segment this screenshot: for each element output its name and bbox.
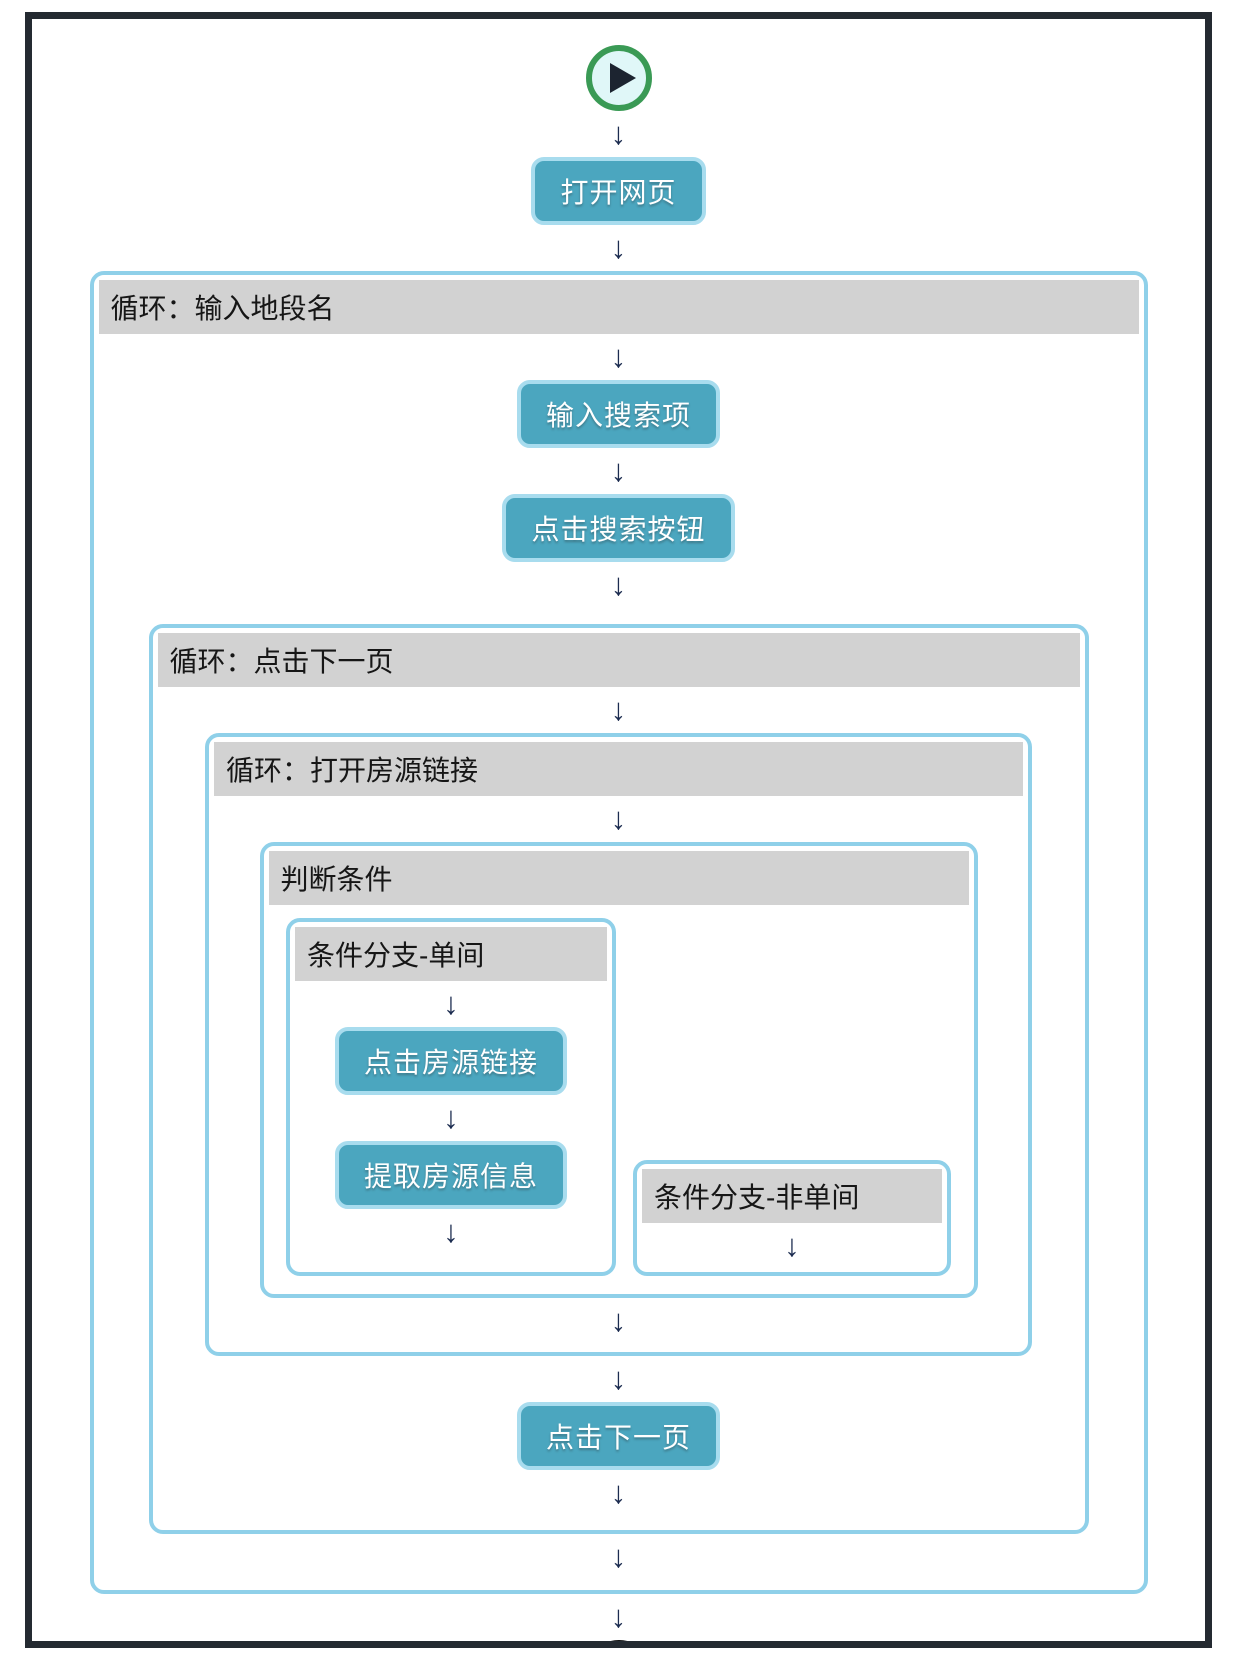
down-arrow-icon: ↓ (610, 1539, 627, 1574)
down-arrow-icon: ↓ (784, 1228, 800, 1263)
down-arrow-icon: ↓ (610, 1361, 627, 1396)
down-arrow-icon: ↓ (610, 339, 627, 374)
down-arrow-icon: ↓ (610, 567, 627, 602)
down-arrow-icon: ↓ (443, 986, 459, 1021)
down-arrow-icon: ↓ (610, 1599, 627, 1634)
step-extract-listing-info[interactable]: 提取房源信息 (334, 1141, 567, 1209)
end-node[interactable] (585, 1640, 652, 1641)
branch-header-non-single-room[interactable]: 条件分支-非单间 (642, 1169, 942, 1223)
step-input-search-term[interactable]: 输入搜索项 (516, 380, 720, 448)
workflow-canvas: ↓ 打开网页 ↓ 循环：输入地段名 ↓ 输入搜索项 ↓ 点击搜索按钮 ↓ 循环：… (25, 12, 1212, 1648)
loop-container-open-listing-link: 循环：打开房源链接 ↓ 判断条件 条件分支-单间 ↓ 点击房源链接 ↓ 提取房源… (205, 733, 1032, 1356)
down-arrow-icon: ↓ (443, 1214, 459, 1249)
down-arrow-icon: ↓ (610, 1475, 627, 1510)
loop-header-click-next-page[interactable]: 循环：点击下一页 (157, 633, 1080, 687)
down-arrow-icon: ↓ (610, 1303, 627, 1338)
step-open-webpage[interactable]: 打开网页 (531, 157, 706, 225)
condition-container: 判断条件 条件分支-单间 ↓ 点击房源链接 ↓ 提取房源信息 ↓ 条件分支-非单… (259, 842, 978, 1298)
condition-header[interactable]: 判断条件 (268, 851, 969, 905)
loop-header-open-listing-link[interactable]: 循环：打开房源链接 (214, 742, 1023, 796)
down-arrow-icon: ↓ (610, 116, 627, 151)
branch-single-room: 条件分支-单间 ↓ 点击房源链接 ↓ 提取房源信息 ↓ (286, 918, 616, 1276)
down-arrow-icon: ↓ (610, 692, 627, 727)
down-arrow-icon: ↓ (610, 801, 627, 836)
start-node[interactable] (585, 45, 652, 111)
step-click-next-page[interactable]: 点击下一页 (516, 1402, 720, 1470)
condition-branches: 条件分支-单间 ↓ 点击房源链接 ↓ 提取房源信息 ↓ 条件分支-非单间 ↓ (286, 918, 951, 1276)
down-arrow-icon: ↓ (610, 230, 627, 265)
branch-header-single-room[interactable]: 条件分支-单间 (295, 927, 607, 981)
down-arrow-icon: ↓ (443, 1100, 459, 1135)
step-click-search-button[interactable]: 点击搜索按钮 (502, 494, 735, 562)
loop-header-input-location[interactable]: 循环：输入地段名 (98, 280, 1139, 334)
loop-container-click-next-page: 循环：点击下一页 ↓ 循环：打开房源链接 ↓ 判断条件 条件分支-单间 ↓ 点击… (148, 624, 1089, 1534)
step-click-listing-link[interactable]: 点击房源链接 (334, 1027, 567, 1095)
play-icon (609, 63, 636, 93)
loop-container-input-location: 循环：输入地段名 ↓ 输入搜索项 ↓ 点击搜索按钮 ↓ 循环：点击下一页 ↓ 循… (89, 271, 1148, 1594)
down-arrow-icon: ↓ (610, 453, 627, 488)
branch-non-single-room: 条件分支-非单间 ↓ (633, 1160, 951, 1276)
